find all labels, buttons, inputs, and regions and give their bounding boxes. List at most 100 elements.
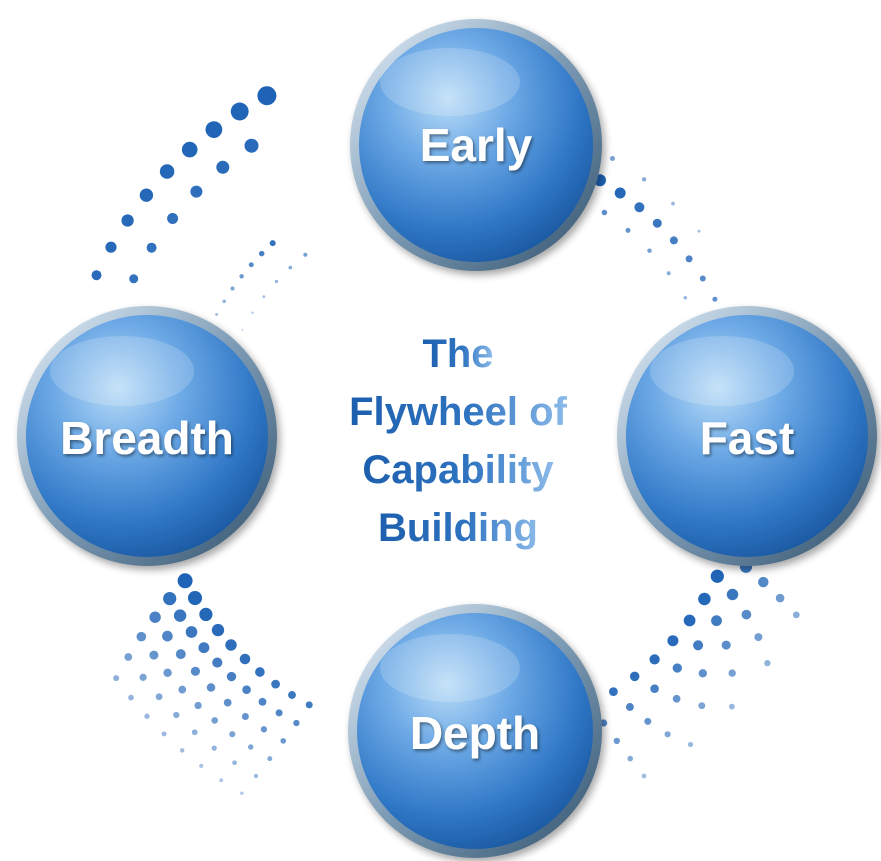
trail-dot <box>241 712 249 721</box>
trail-dot <box>149 611 161 623</box>
trail-dot <box>672 663 682 673</box>
trail-dot <box>199 763 204 769</box>
trail-dot <box>129 274 139 284</box>
trail-dot <box>255 667 265 677</box>
trail-dot <box>614 187 626 199</box>
trail-dot <box>230 286 235 291</box>
trail-dot <box>173 609 187 622</box>
trail-dot <box>683 295 688 300</box>
trail-dot <box>305 701 313 709</box>
node-fast: Fast <box>617 306 877 566</box>
trail-dot <box>672 694 681 703</box>
trail-dot <box>229 731 236 738</box>
trail-dot <box>601 209 608 216</box>
trail-dot <box>280 738 287 744</box>
node-fast-label: Fast <box>700 412 795 464</box>
trail-dot <box>113 675 120 682</box>
trail-dot <box>121 214 134 227</box>
trail-dot <box>627 755 633 762</box>
trail-dot <box>206 683 216 692</box>
trail-dot <box>248 262 254 268</box>
trail-dot <box>754 633 763 642</box>
trail-dot <box>721 640 731 650</box>
trail-dot <box>240 791 244 796</box>
center-title: The Flywheel of Capability Building <box>349 332 567 550</box>
trail-dot <box>698 702 706 710</box>
trail-dot <box>685 255 693 263</box>
trail-dot <box>758 576 769 588</box>
trail-dot <box>163 592 177 606</box>
trail-dot <box>146 242 157 253</box>
node-depth: Depth <box>348 604 602 858</box>
trail-dot <box>144 713 150 719</box>
trail-dot <box>650 684 659 694</box>
trail-dot <box>712 296 718 302</box>
trail-dot <box>241 328 244 331</box>
trail-dot <box>244 138 259 153</box>
trail-dot <box>258 697 267 706</box>
trail-dot <box>275 709 283 717</box>
trail-dot <box>260 726 268 733</box>
trail-dot <box>173 711 180 719</box>
trail-dot <box>693 640 704 651</box>
trail-dot <box>91 270 102 281</box>
trail-dot <box>625 227 631 233</box>
trail-dot <box>159 164 175 179</box>
trail-dot <box>699 275 706 282</box>
trail-dot <box>211 745 217 751</box>
trail-dot <box>262 295 266 298</box>
trail-dot <box>105 241 117 253</box>
trail-dot <box>223 698 232 707</box>
trail-dot <box>177 573 193 589</box>
trail-dot <box>613 737 620 745</box>
node-early-label: Early <box>420 119 533 171</box>
trail-dot <box>178 685 187 694</box>
trail-dot <box>247 744 254 750</box>
trail-dot <box>288 265 293 270</box>
trail-dot <box>185 626 198 638</box>
trail-dot <box>729 703 735 710</box>
trail-dot <box>293 719 300 727</box>
trail-dot <box>167 213 179 224</box>
trail-dot <box>269 240 276 247</box>
trail-dot <box>687 741 694 748</box>
trail-dot <box>179 748 185 753</box>
trail-dot <box>175 649 186 660</box>
trail-dot <box>775 593 785 603</box>
trail-dot <box>711 615 722 627</box>
trail-dot <box>641 773 647 779</box>
trail-dot <box>609 687 618 696</box>
trail-dot <box>625 703 634 711</box>
node-early: Early <box>350 19 602 271</box>
trail-dot <box>257 86 277 106</box>
trail-dot <box>644 717 652 725</box>
trail-dot <box>610 156 615 161</box>
trail-dot <box>211 717 219 724</box>
trail-dot <box>666 271 671 276</box>
center-title-line1: The <box>422 332 493 376</box>
trail-dot <box>162 630 173 642</box>
trail-dot <box>634 202 645 213</box>
trail-dot <box>251 311 254 314</box>
trail-dot <box>190 185 203 198</box>
center-title-line3: Capability <box>362 448 554 492</box>
trail-dot <box>212 657 223 668</box>
trail-dot <box>239 653 251 665</box>
trail-dot <box>698 669 707 678</box>
center-title-line2: Flywheel of <box>349 390 567 434</box>
trail-dot <box>161 731 167 737</box>
trail-dot <box>219 778 224 783</box>
trail-dot <box>226 671 237 682</box>
trail-dot <box>190 666 201 676</box>
trail-dot <box>649 654 660 665</box>
trail-dot <box>136 631 147 642</box>
trail-dot <box>211 623 225 637</box>
trail-dot <box>181 141 198 158</box>
trail-dot <box>215 312 219 316</box>
node-breadth: Breadth <box>17 306 277 566</box>
trail-dot <box>764 659 771 667</box>
trail-dot <box>149 650 159 660</box>
trail-dot <box>697 229 701 233</box>
